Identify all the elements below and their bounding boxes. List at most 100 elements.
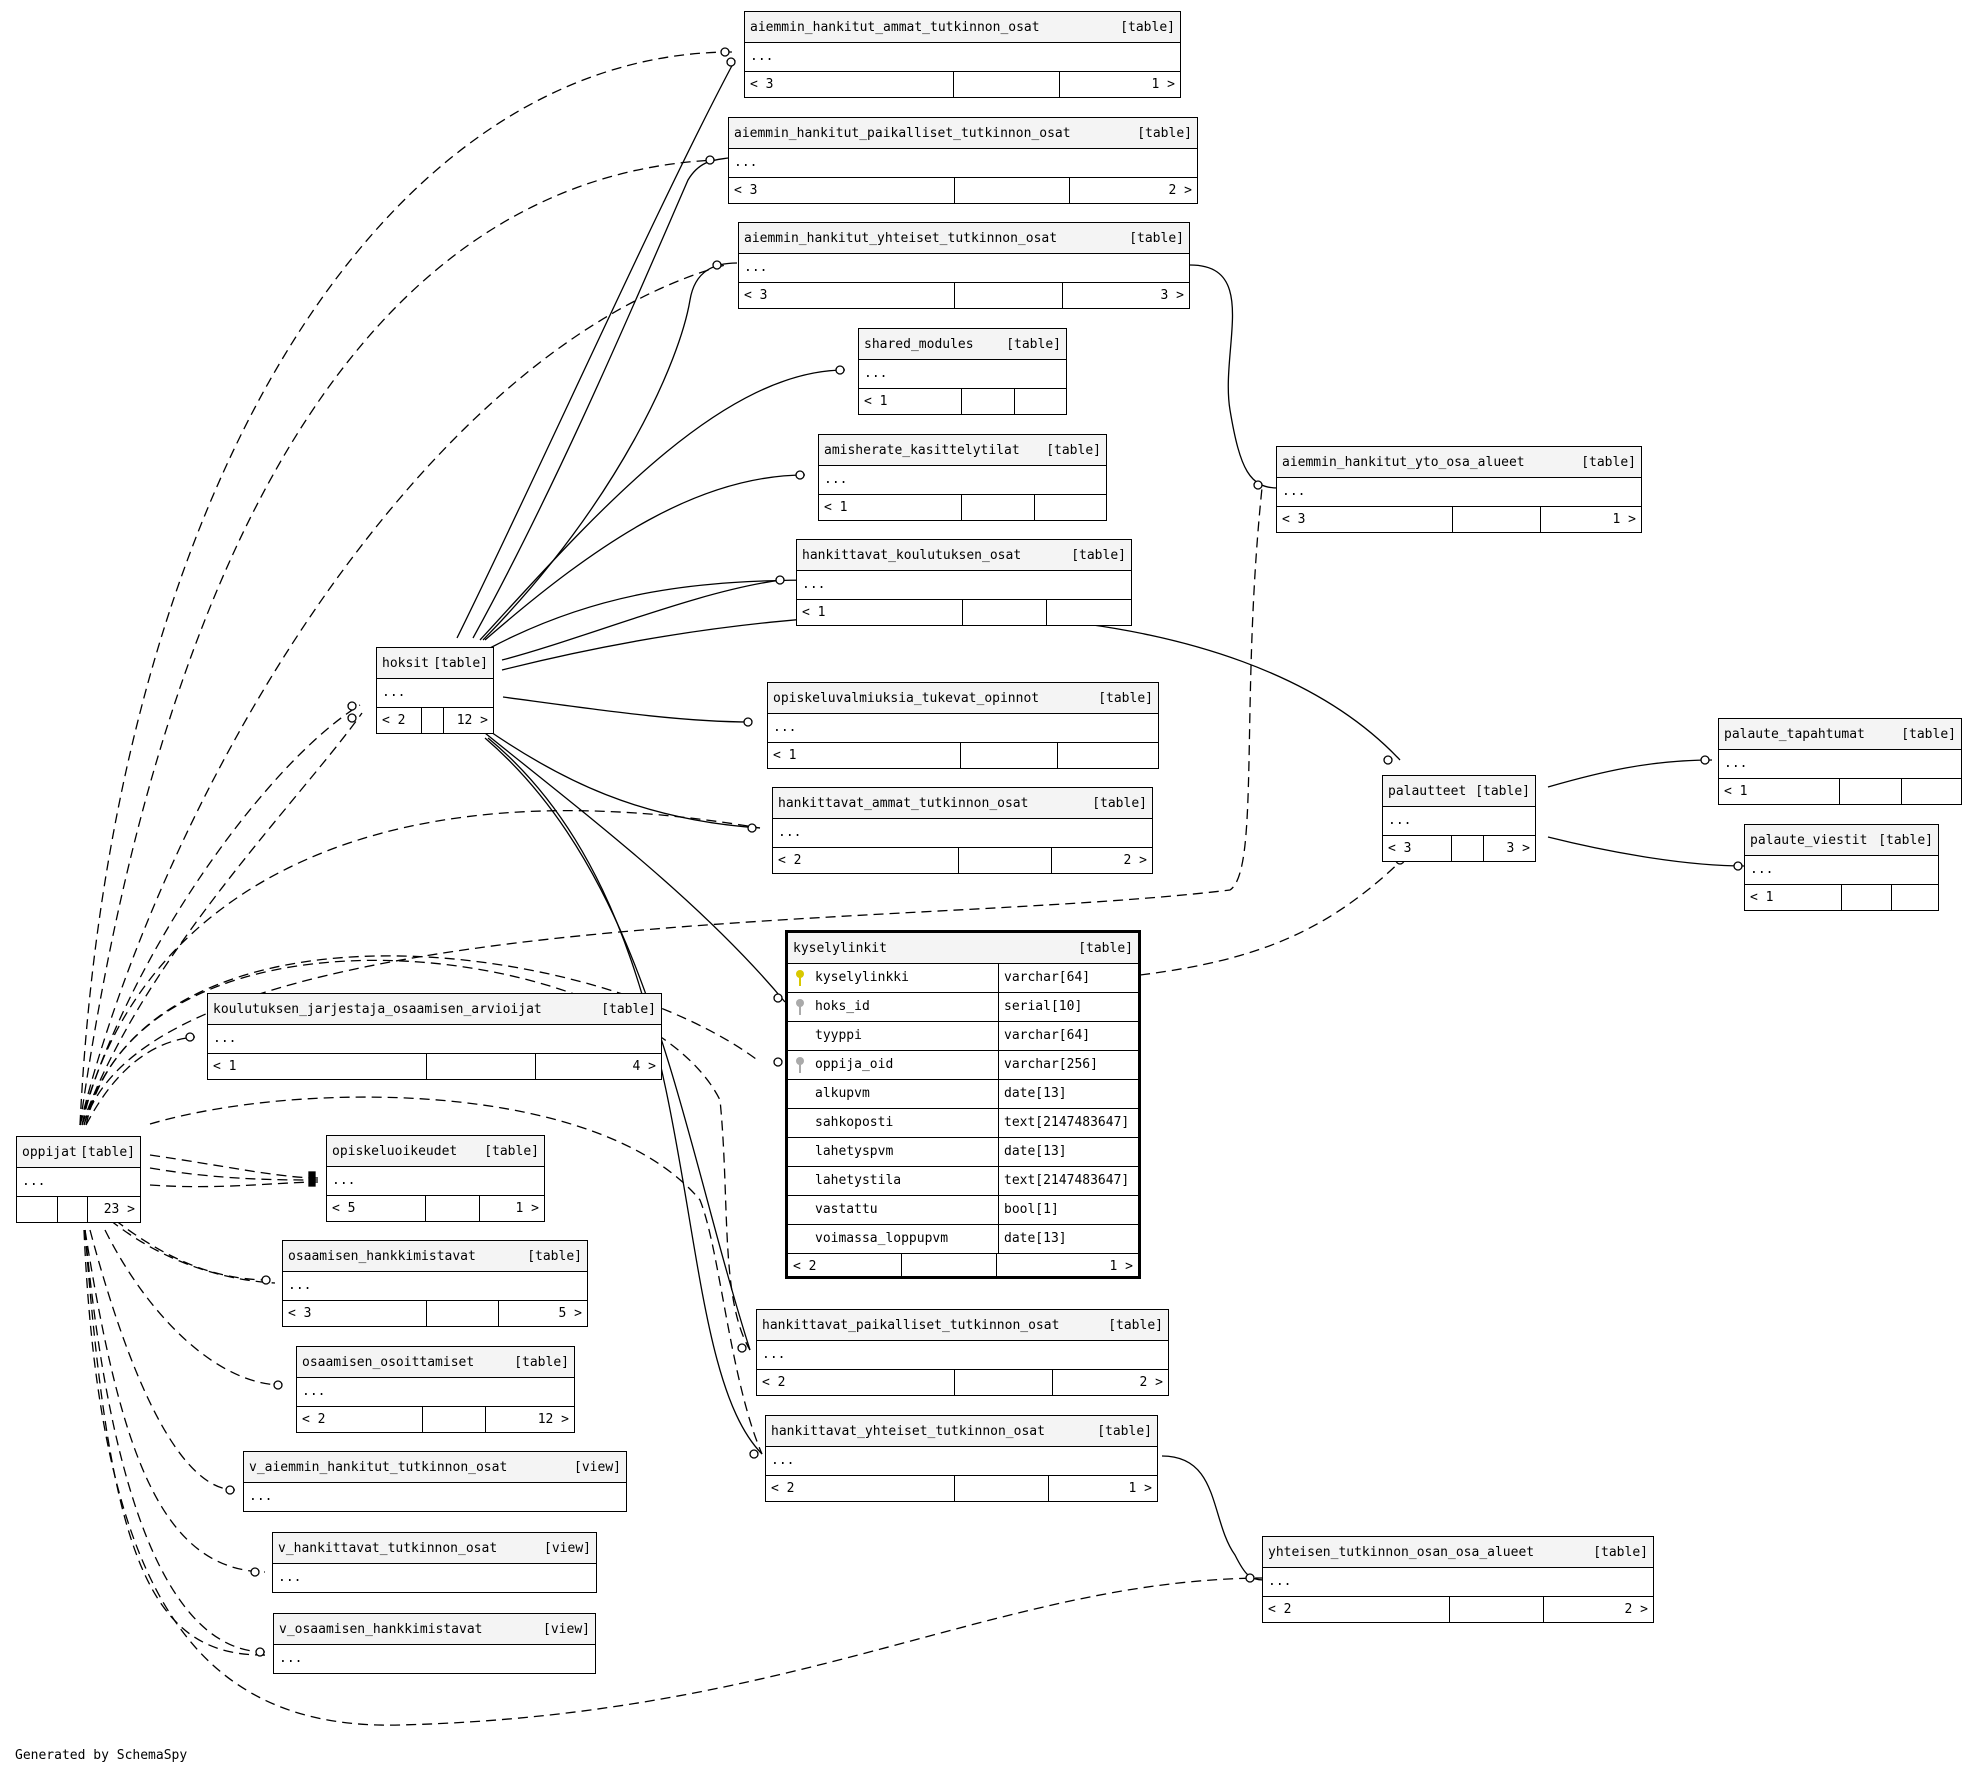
table-header: hoksit[table] bbox=[377, 648, 493, 679]
column-type: varchar[64] bbox=[998, 964, 1138, 992]
footer-parents: < 2 bbox=[1268, 1602, 1292, 1617]
column-type: bool[1] bbox=[998, 1196, 1138, 1224]
footer-children bbox=[1057, 743, 1158, 768]
table-footer: < 3 1 > bbox=[1277, 507, 1641, 532]
footer-parents: < 3 bbox=[734, 183, 758, 198]
footer-middle bbox=[954, 283, 1062, 308]
table-hankittavat-yhteiset-tutkinnon-osat[interactable]: hankittavat_yhteiset_tutkinnon_osat[tabl… bbox=[765, 1415, 1158, 1502]
footer-parents: < 2 bbox=[793, 1259, 817, 1274]
table-header: opiskeluoikeudet[table] bbox=[327, 1136, 544, 1167]
table-palaute-tapahtumat[interactable]: palaute_tapahtumat[table]...< 1 bbox=[1718, 718, 1962, 805]
table-footer: < 2 1 > bbox=[788, 1254, 1138, 1279]
table-shared-modules[interactable]: shared_modules[table]...< 1 bbox=[858, 328, 1067, 415]
table-body: ... bbox=[208, 1025, 661, 1054]
column-name: lahetyspvm bbox=[788, 1138, 998, 1166]
table-oppijat[interactable]: oppijat[table]...23 > bbox=[16, 1136, 141, 1223]
table-yhteisen-tutkinnon-osan-osa-alueet[interactable]: yhteisen_tutkinnon_osan_osa_alueet[table… bbox=[1262, 1536, 1654, 1623]
footer-parents: < 1 bbox=[802, 605, 826, 620]
footer-middle bbox=[57, 1197, 87, 1222]
footer-children: 2 > bbox=[1069, 178, 1197, 203]
footer-parents bbox=[17, 1197, 57, 1222]
table-hankittavat-paikalliset-tutkinnon-osat[interactable]: hankittavat_paikalliset_tutkinnon_osat[t… bbox=[756, 1309, 1169, 1396]
table-header: yhteisen_tutkinnon_osan_osa_alueet[table… bbox=[1263, 1537, 1653, 1568]
footer-children bbox=[1034, 495, 1106, 520]
footer-children: 5 > bbox=[498, 1301, 587, 1326]
table-aiemmin-hankitut-paikalliset-tutkinnon-osat[interactable]: aiemmin_hankitut_paikalliset_tutkinnon_o… bbox=[728, 117, 1198, 204]
table-type: [table] bbox=[1901, 726, 1956, 742]
table-koulutuksen-jarjestaja-osaamisen-arvioijat[interactable]: koulutuksen_jarjestaja_osaamisen_arvioij… bbox=[207, 993, 662, 1080]
table-footer: < 1 bbox=[1745, 885, 1938, 910]
table-opiskeluvalmiuksia-tukevat-opinnot[interactable]: opiskeluvalmiuksia_tukevat_opinnot[table… bbox=[767, 682, 1159, 769]
table-name: hankittavat_koulutuksen_osat bbox=[802, 547, 1022, 563]
table-body: ... bbox=[1383, 807, 1535, 836]
table-name: palautteet bbox=[1388, 783, 1467, 799]
table-aiemmin-hankitut-yto-osa-alueet[interactable]: aiemmin_hankitut_yto_osa_alueet[table]..… bbox=[1276, 446, 1642, 533]
column-type: varchar[64] bbox=[998, 1022, 1138, 1050]
table-hankittavat-koulutuksen-osat[interactable]: hankittavat_koulutuksen_osat[table]...< … bbox=[796, 539, 1132, 626]
footer-parents: < 3 bbox=[1282, 512, 1306, 527]
column-name-text: vastattu bbox=[815, 1202, 878, 1217]
table-header: v_osaamisen_hankkimistavat[view] bbox=[274, 1614, 595, 1645]
table-name: amisherate_kasittelytilat bbox=[824, 442, 1020, 458]
table-aiemmin-hankitut-yhteiset-tutkinnon-osat[interactable]: aiemmin_hankitut_yhteiset_tutkinnon_osat… bbox=[738, 222, 1190, 309]
footer-children bbox=[1014, 389, 1066, 414]
footer-children bbox=[1901, 779, 1961, 804]
table-name: oppijat bbox=[22, 1144, 77, 1160]
table-body: ... bbox=[283, 1272, 587, 1301]
table-v-aiemmin-hankitut-tutkinnon-osat[interactable]: v_aiemmin_hankitut_tutkinnon_osat[view].… bbox=[243, 1451, 627, 1512]
column-row[interactable]: lahetyspvm date[13] bbox=[788, 1138, 1138, 1167]
footer-parents: < 1 bbox=[864, 394, 888, 409]
table-v-hankittavat-tutkinnon-osat[interactable]: v_hankittavat_tutkinnon_osat[view]... bbox=[272, 1532, 597, 1593]
table-type: [table] bbox=[514, 1354, 569, 1370]
footer-middle bbox=[426, 1301, 498, 1326]
table-header: koulutuksen_jarjestaja_osaamisen_arvioij… bbox=[208, 994, 661, 1025]
primary-key-icon bbox=[796, 970, 804, 986]
table-palaute-viestit[interactable]: palaute_viestit[table]...< 1 bbox=[1744, 824, 1939, 911]
table-body: ... bbox=[766, 1447, 1157, 1476]
table-name: hankittavat_paikalliset_tutkinnon_osat bbox=[762, 1317, 1060, 1333]
column-name-text: alkupvm bbox=[815, 1086, 870, 1101]
column-name: kyselylinkki bbox=[788, 964, 998, 992]
footer-middle bbox=[1449, 1597, 1543, 1622]
table-type: [table] bbox=[1878, 832, 1933, 848]
column-row[interactable]: vastattu bool[1] bbox=[788, 1196, 1138, 1225]
column-type: date[13] bbox=[998, 1225, 1138, 1253]
table-hankittavat-ammat-tutkinnon-osat[interactable]: hankittavat_ammat_tutkinnon_osat[table].… bbox=[772, 787, 1153, 874]
column-row[interactable]: tyyppi varchar[64] bbox=[788, 1022, 1138, 1051]
footer-middle bbox=[901, 1254, 996, 1279]
footer-middle bbox=[1452, 507, 1540, 532]
footer-middle bbox=[961, 495, 1034, 520]
table-body: ... bbox=[1719, 750, 1961, 779]
table-footer: < 1 bbox=[1719, 779, 1961, 804]
footer-parents: < 5 bbox=[332, 1201, 356, 1216]
table-aiemmin-hankitut-ammat-tutkinnon-osat[interactable]: aiemmin_hankitut_ammat_tutkinnon_osat[ta… bbox=[744, 11, 1181, 98]
table-body: ... bbox=[327, 1167, 544, 1196]
footer-children: 2 > bbox=[1051, 848, 1152, 873]
column-type: date[13] bbox=[998, 1138, 1138, 1166]
column-name-text: lahetyspvm bbox=[815, 1144, 894, 1159]
table-body: ... bbox=[297, 1378, 574, 1407]
column-name: hoks_id bbox=[788, 993, 998, 1021]
footer-children: 1 > bbox=[1540, 507, 1641, 532]
table-name: osaamisen_hankkimistavat bbox=[288, 1248, 476, 1264]
table-v-osaamisen-hankkimistavat[interactable]: v_osaamisen_hankkimistavat[view]... bbox=[273, 1613, 596, 1674]
table-header: osaamisen_hankkimistavat[table] bbox=[283, 1241, 587, 1272]
table-amisherate-kasittelytilat[interactable]: amisherate_kasittelytilat[table]...< 1 bbox=[818, 434, 1107, 521]
table-type: [table] bbox=[1006, 336, 1061, 352]
foreign-key-icon bbox=[796, 999, 804, 1015]
column-name-text: tyyppi bbox=[815, 1028, 862, 1043]
